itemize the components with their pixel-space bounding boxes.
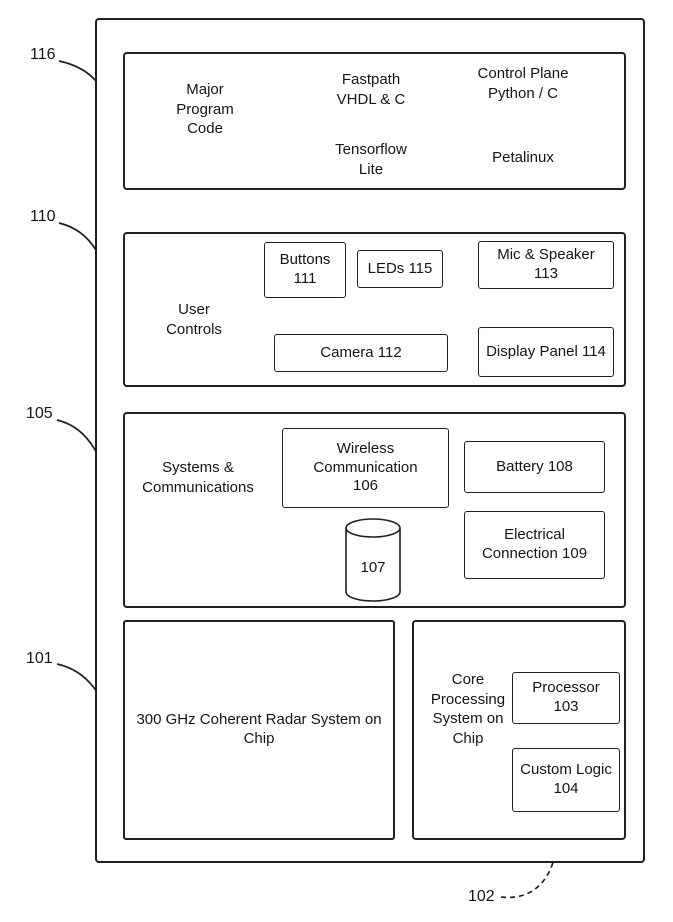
- core-processing-section: Core Processing System on Chip Processor…: [412, 620, 626, 840]
- buttons-box: Buttons 111: [264, 242, 346, 298]
- petalinux-item: Petalinux: [492, 149, 554, 166]
- battery-box: Battery 108: [464, 441, 605, 493]
- ref-label-116: 116: [30, 46, 56, 63]
- leds-box: LEDs 115: [357, 250, 443, 288]
- device-outline: Major Program Code Fastpath VHDL & C Con…: [95, 18, 645, 863]
- ref-label-110: 110: [30, 208, 56, 225]
- ref-label-105: 105: [26, 405, 53, 422]
- storage-label: 107: [360, 559, 386, 576]
- cylinder-shape: [345, 518, 401, 602]
- storage-cylinder: 107: [343, 517, 403, 605]
- display-panel-box: Display Panel 114: [478, 327, 614, 377]
- processor-box: Processor 103: [512, 672, 620, 724]
- user-controls-label: User Controls: [166, 301, 222, 338]
- wireless-communication-text: Wireless Communication 106: [313, 439, 418, 495]
- control-plane-item: Control Plane Python / C: [477, 65, 569, 102]
- tensorflow-item: Tensorflow Lite: [335, 141, 407, 178]
- systems-communications-section: Systems & Communications Wireless Commun…: [123, 412, 626, 608]
- major-program-code-label: Major Program Code: [176, 81, 234, 137]
- user-controls-section: User Controls Buttons 111 LEDs 115 Mic &…: [123, 232, 626, 387]
- fastpath-item: Fastpath VHDL & C: [336, 71, 406, 108]
- electrical-connection-box: Electrical Connection 109: [464, 511, 605, 579]
- core-processing-label: Core Processing System on Chip: [430, 671, 506, 747]
- mic-speaker-box: Mic & Speaker 113: [478, 241, 614, 289]
- wireless-communication-box: Wireless Communication 106: [282, 428, 449, 508]
- radar-system-text: 300 GHz Coherent Radar System on Chip: [136, 711, 382, 747]
- radar-system-box: 300 GHz Coherent Radar System on Chip: [123, 620, 395, 840]
- ref-label-101: 101: [26, 650, 53, 667]
- custom-logic-box: Custom Logic 104: [512, 748, 620, 812]
- ref-label-102: 102: [468, 888, 495, 905]
- systems-communications-label: Systems & Communications: [142, 459, 254, 496]
- major-program-code-section: Major Program Code Fastpath VHDL & C Con…: [123, 52, 626, 190]
- camera-box: Camera 112: [274, 334, 448, 372]
